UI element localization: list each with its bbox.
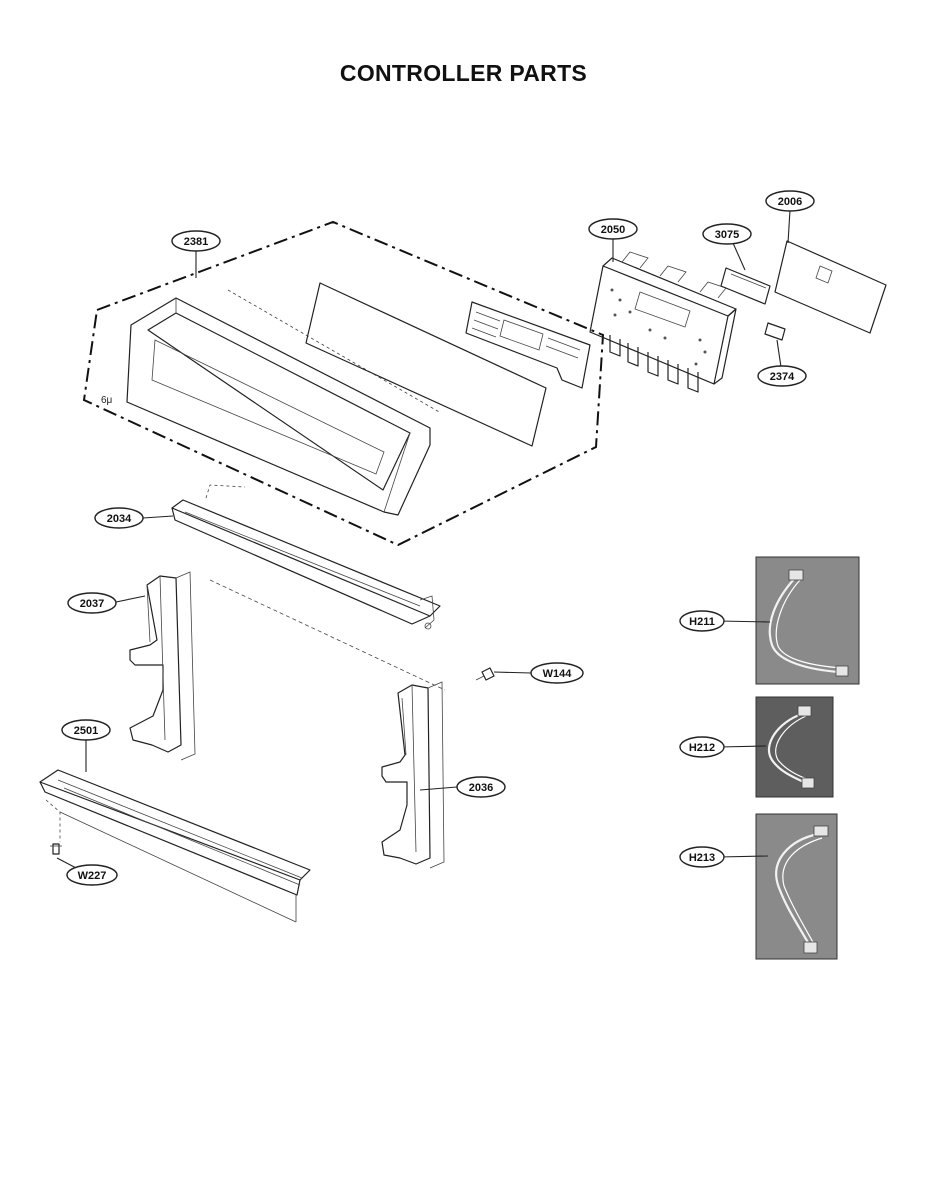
callout-2050-text: 2050: [601, 224, 625, 236]
screw-w227: [50, 843, 62, 855]
callout-2381: 2381: [171, 230, 221, 252]
callout-2374: 2374: [757, 365, 807, 387]
callout-2034-text: 2034: [107, 513, 132, 525]
callout-2037: 2037: [67, 592, 117, 614]
overlay-glass: [305, 282, 547, 447]
callout-2036: 2036: [456, 776, 506, 798]
callout-3075: 3075: [702, 223, 752, 245]
callout-2374-text: 2374: [770, 371, 795, 383]
controller-bracket-2050: [589, 251, 737, 393]
callout-2036-text: 2036: [469, 782, 493, 794]
callout-2050: 2050: [588, 218, 638, 240]
callout-h212-text: H212: [689, 742, 715, 754]
control-panel-2381: 6μ: [101, 289, 442, 516]
callout-h211-text: H211: [689, 616, 715, 628]
board-dots: [610, 288, 707, 366]
callout-h211: H211: [679, 610, 725, 632]
callout-h213: H213: [679, 846, 725, 868]
leader-lines: [56, 209, 791, 871]
callout-2006-text: 2006: [778, 196, 802, 208]
display-window-3075: [720, 267, 771, 305]
callout-2501: 2501: [61, 719, 111, 741]
callout-2037-text: 2037: [80, 598, 104, 610]
callout-w227: W227: [66, 864, 118, 886]
callout-h213-text: H213: [689, 852, 715, 864]
callout-3075-text: 3075: [715, 229, 739, 241]
screw-w144: [475, 667, 495, 681]
callout-2034: 2034: [94, 507, 144, 529]
callout-2501-text: 2501: [74, 725, 98, 737]
side-bracket-2037: [129, 571, 196, 761]
assembly-2381-boundary: [82, 220, 605, 547]
callout-h212: H212: [679, 736, 725, 758]
small-part-2374: [764, 322, 786, 341]
rail-2501: [39, 769, 311, 923]
callout-2381-text: 2381: [184, 236, 208, 248]
callout-w227-text: W227: [78, 870, 107, 882]
callout-w144-text: W144: [543, 668, 573, 680]
callout-w144: W144: [530, 662, 584, 684]
callout-2006: 2006: [765, 190, 815, 212]
side-bracket-2036: [381, 681, 445, 869]
rail-2034: [171, 484, 446, 691]
harness-photo-h212: [755, 696, 834, 798]
control-board-2006: [774, 240, 887, 334]
keypad-membrane: [465, 301, 591, 389]
harness-photo-h211: [755, 556, 860, 685]
page-title: CONTROLLER PARTS: [339, 60, 588, 86]
harness-photo-h213: [755, 813, 838, 960]
small-mark-text: 6μ: [101, 395, 113, 406]
